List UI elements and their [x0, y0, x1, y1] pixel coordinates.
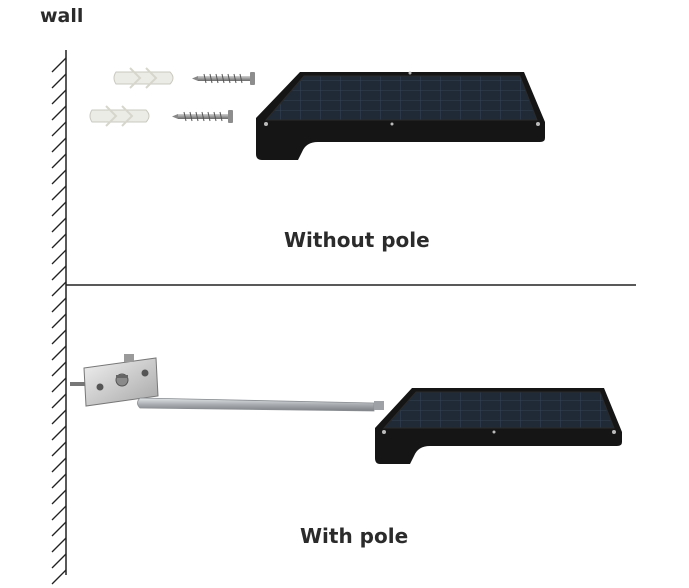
- wall-hatch: [51, 473, 67, 489]
- wall-hatch: [51, 89, 67, 105]
- wall-hatch: [51, 137, 67, 153]
- wall-hatch: [51, 57, 67, 73]
- wall-hatch: [51, 521, 67, 537]
- solar-light-bottom: [375, 388, 622, 464]
- wall-hatch: [51, 393, 67, 409]
- caption-with-pole: With pole: [300, 524, 409, 548]
- wall-hatch: [51, 169, 67, 185]
- wall-hatch: [51, 121, 67, 137]
- wall-hatch: [51, 489, 67, 505]
- wall-hatch: [51, 297, 67, 313]
- caption-without-pole: Without pole: [284, 228, 430, 252]
- mounting-pole: [137, 397, 384, 412]
- wall-anchor-top: [113, 67, 174, 89]
- wall-hatch: [51, 345, 67, 361]
- wall: [51, 50, 67, 585]
- wall-hatch: [51, 569, 67, 585]
- wall-hatch: [51, 185, 67, 201]
- solar-light-top: [256, 71, 545, 160]
- wall-hatch: [51, 425, 67, 441]
- wall-hatch: [51, 217, 67, 233]
- wall-hatch: [51, 537, 67, 553]
- screw-top: [192, 72, 255, 85]
- wall-hatch: [51, 361, 67, 377]
- wall-hatch: [51, 409, 67, 425]
- wall-hatch: [51, 377, 67, 393]
- wall-hatch: [51, 281, 67, 297]
- wall-hatch: [51, 329, 67, 345]
- wall-hatch: [51, 313, 67, 329]
- wall-label: wall: [40, 5, 84, 27]
- wall-hatch: [51, 553, 67, 569]
- wall-hatch: [51, 201, 67, 217]
- wall-hatch: [51, 265, 67, 281]
- screw-bottom: [172, 110, 233, 123]
- wall-hatch: [51, 505, 67, 521]
- wall-hatch: [51, 153, 67, 169]
- wall-hatch: [51, 457, 67, 473]
- wall-hatch: [51, 441, 67, 457]
- wall-anchor-bottom: [89, 105, 150, 127]
- wall-bracket: [70, 354, 159, 407]
- wall-hatch: [51, 233, 67, 249]
- wall-hatch: [51, 249, 67, 265]
- wall-hatch: [51, 105, 67, 121]
- wall-hatch: [51, 73, 67, 89]
